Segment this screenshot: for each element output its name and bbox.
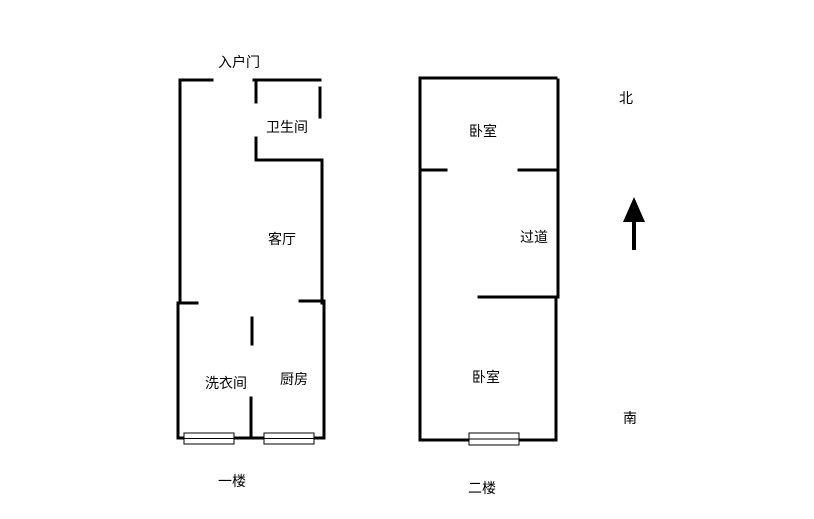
- floor2-label: 二楼: [468, 481, 496, 497]
- corridor-label: 过道: [520, 230, 548, 246]
- floor1-label: 一楼: [218, 474, 246, 490]
- bedroom-south-label: 卧室: [472, 370, 500, 386]
- bedroom-north-label: 卧室: [469, 124, 497, 140]
- bathroom-label: 卫生间: [266, 120, 308, 136]
- kitchen-label: 厨房: [280, 372, 308, 388]
- north-label: 北: [619, 91, 633, 107]
- floor2-windows: [468, 432, 520, 446]
- south-label: 南: [623, 411, 637, 427]
- floor2-walls: [418, 76, 560, 442]
- north-arrow-icon: [623, 197, 645, 250]
- floor1-windows: [183, 432, 315, 445]
- living-room-label: 客厅: [268, 232, 296, 248]
- laundry-label: 洗衣间: [205, 376, 247, 392]
- entrance-label: 入户门: [218, 55, 260, 71]
